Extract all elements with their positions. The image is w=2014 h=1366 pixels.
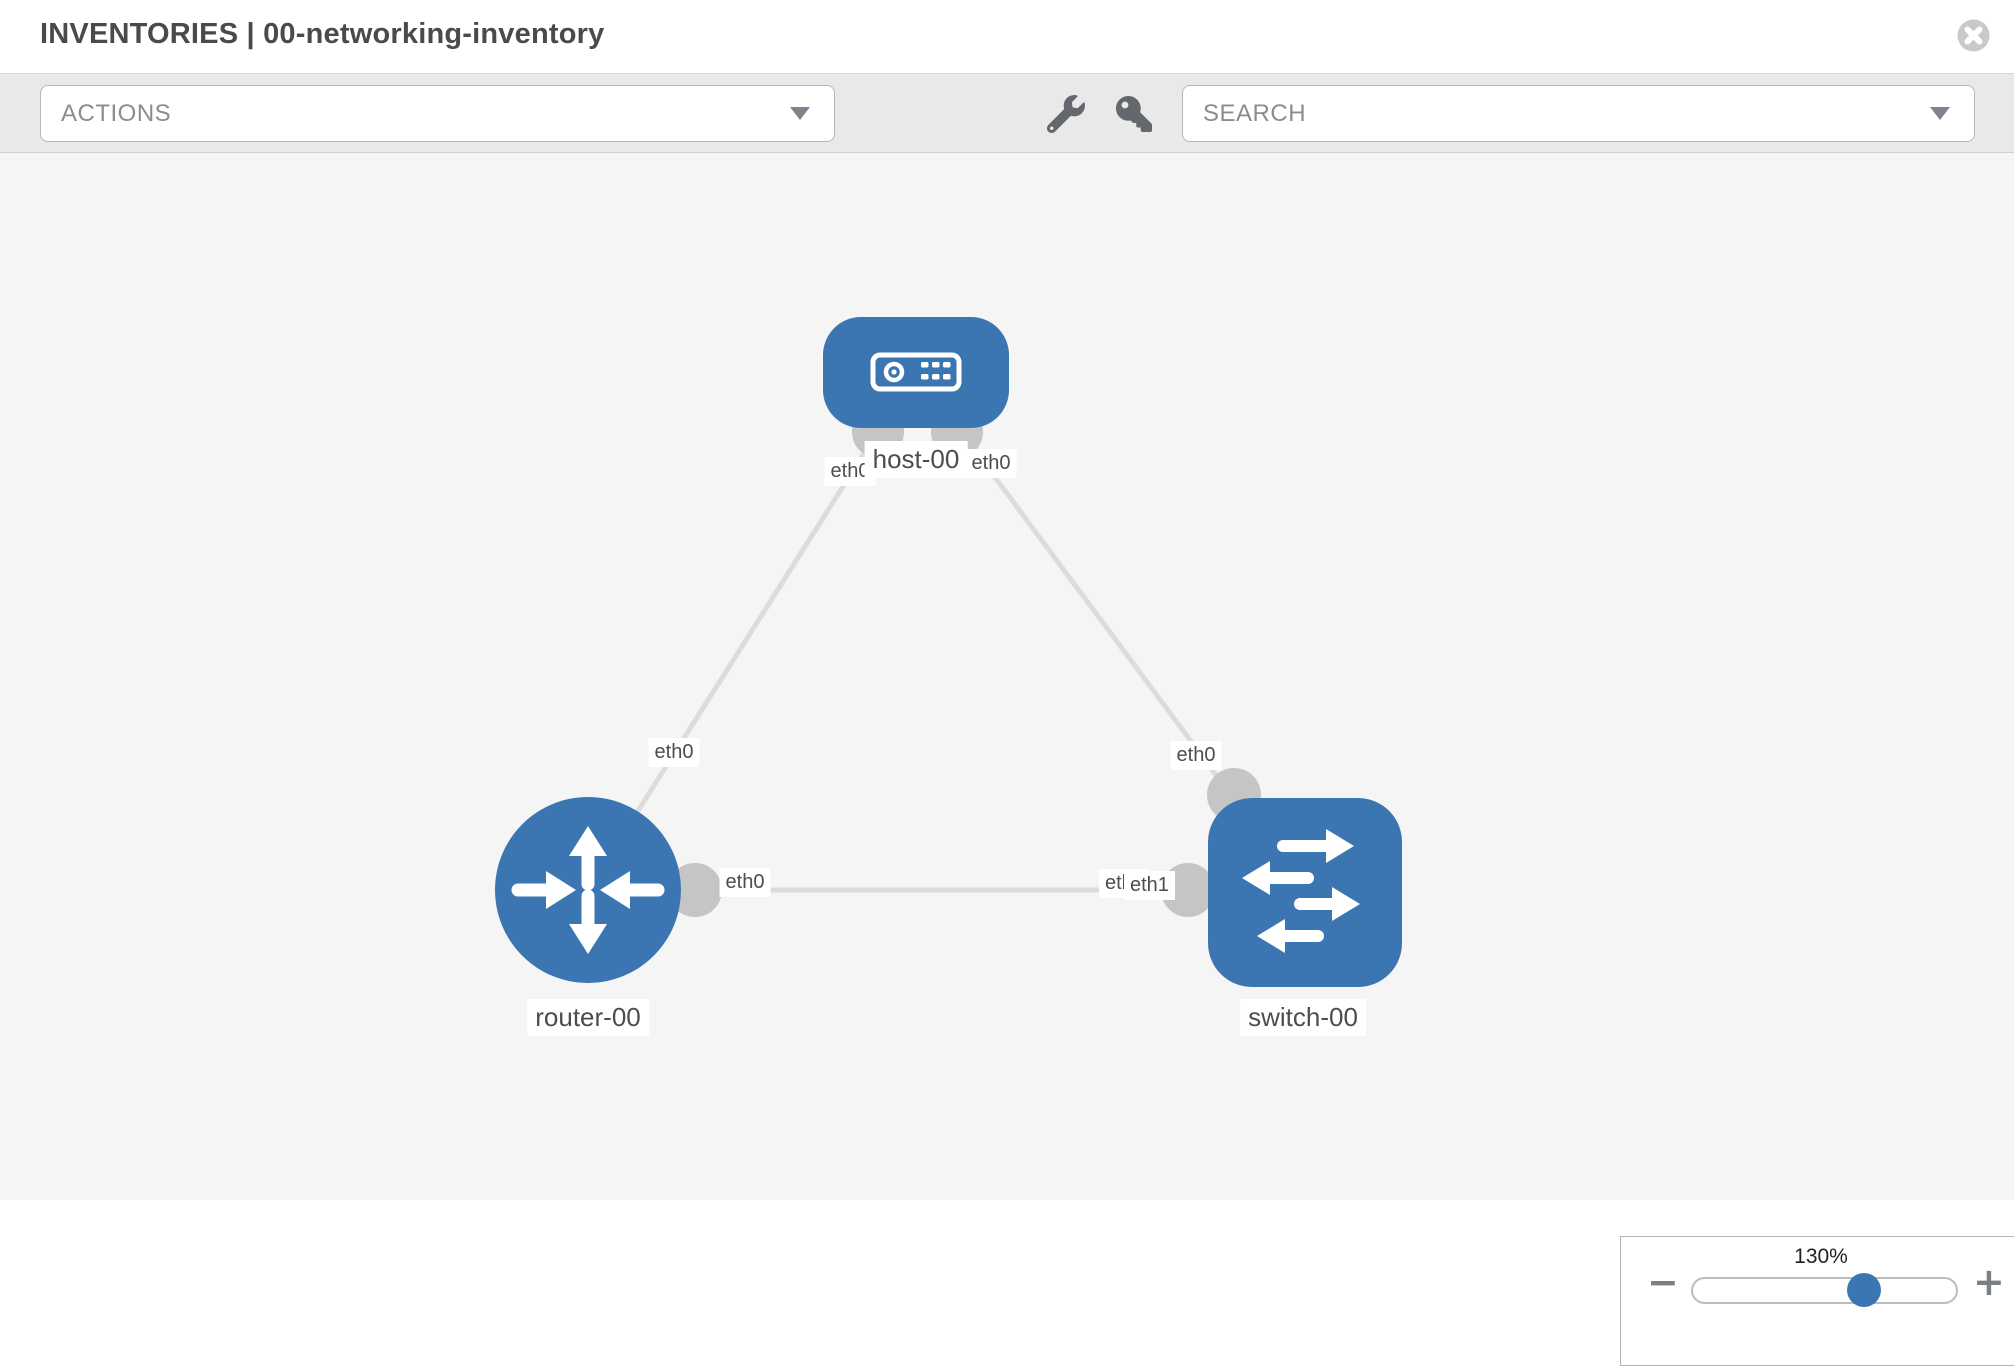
node-label-router-00: router-00 xyxy=(527,999,649,1036)
actions-dropdown[interactable]: ACTIONS xyxy=(40,85,835,142)
zoom-control-panel: 130% − + xyxy=(1620,1236,2014,1366)
header: INVENTORIES | 00-networking-inventory xyxy=(0,0,2014,73)
actions-dropdown-value: ACTIONS xyxy=(61,99,172,127)
zoom-out-button[interactable]: − xyxy=(1647,1260,1679,1304)
interface-label-switch-eth1: eth1 xyxy=(1124,871,1175,900)
interface-label-switch-eth0: eth0 xyxy=(1170,741,1222,770)
port-router-eth0 xyxy=(668,863,722,917)
caret-down-icon xyxy=(1930,107,1950,120)
search-dropdown-value: SEARCH xyxy=(1203,99,1307,127)
toolbar: ACTIONS SEARCH xyxy=(0,73,2014,153)
node-label-switch-00: switch-00 xyxy=(1240,999,1366,1036)
close-button[interactable] xyxy=(1957,19,1990,52)
credentials-button[interactable] xyxy=(1106,86,1162,142)
switch-arrows-icon xyxy=(1242,829,1360,953)
zoom-slider-thumb[interactable] xyxy=(1847,1273,1881,1307)
page-title: INVENTORIES | 00-networking-inventory xyxy=(40,18,605,50)
server-icon xyxy=(870,352,962,392)
node-host-00[interactable] xyxy=(823,317,1009,428)
configure-button[interactable] xyxy=(1038,86,1094,142)
node-label-host-00: host-00 xyxy=(864,441,968,478)
key-icon xyxy=(1116,96,1152,132)
caret-down-icon xyxy=(790,107,810,120)
topology-canvas[interactable]: host-00 router-00 switch-00 eth0 eth0 et… xyxy=(0,153,2014,1366)
router-arrows-icon xyxy=(511,826,665,954)
zoom-level-value: 130% xyxy=(1794,1245,1848,1268)
interface-label-host-eth0-right: eth0 xyxy=(965,449,1017,478)
zoom-slider-track[interactable] xyxy=(1691,1277,1958,1304)
node-switch-00[interactable] xyxy=(1208,798,1402,987)
interface-label-router-eth0: eth0 xyxy=(719,868,771,897)
search-dropdown[interactable]: SEARCH xyxy=(1182,85,1975,142)
node-router-00[interactable] xyxy=(495,797,681,983)
zoom-in-button[interactable]: + xyxy=(1973,1260,2005,1304)
wrench-icon xyxy=(1047,95,1085,133)
close-icon xyxy=(1957,19,1990,52)
interface-label-router-link-eth0: eth0 xyxy=(648,738,700,767)
